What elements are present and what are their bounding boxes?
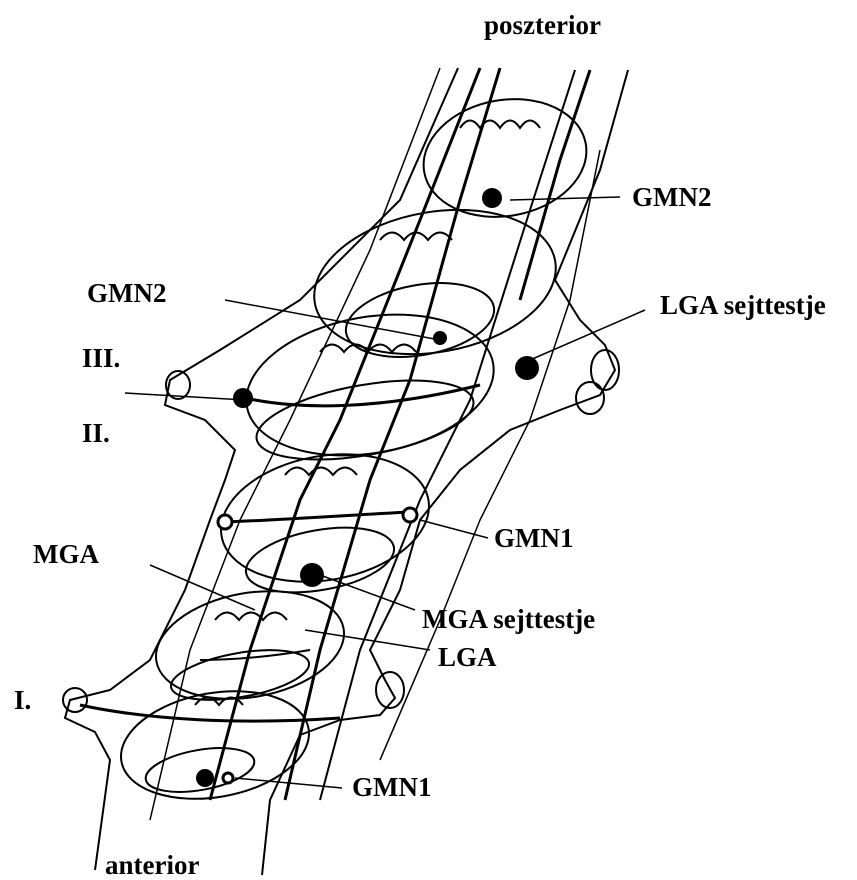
label-anterior: anterior — [105, 852, 199, 879]
label-gmn1-bottom: GMN1 — [352, 774, 431, 801]
ganglion-body-6 — [142, 741, 257, 799]
node-bottom-seg6 — [223, 773, 233, 783]
label-posterior: poszterior — [484, 12, 601, 39]
mga-cell-body — [300, 563, 324, 587]
label-segment-ii: II. — [82, 420, 110, 447]
ganglion-body-3 — [251, 366, 480, 473]
gmn2-cell-top — [482, 188, 502, 208]
leader-gmn1-mid — [420, 520, 488, 538]
label-segment-iii: III. — [82, 345, 120, 372]
leader-gmn2-left — [225, 300, 440, 340]
body-outline-left — [65, 68, 458, 870]
label-segment-i: I. — [14, 687, 31, 714]
body-outline-right — [262, 70, 628, 875]
label-gmn2-left: GMN2 — [87, 280, 166, 307]
cell-cluster-5 — [215, 613, 287, 621]
label-mga: MGA — [33, 541, 99, 568]
label-lga: LGA — [438, 644, 497, 671]
nerve-tract-3 — [320, 70, 575, 800]
leader-lga-cell — [530, 310, 645, 360]
leader-iii — [125, 393, 245, 400]
cell-cluster-4 — [285, 468, 357, 476]
ganglion-body-4 — [241, 517, 399, 602]
label-mga-cell: MGA sejttestje — [422, 606, 595, 633]
mga-cell-left — [233, 388, 253, 408]
label-gmn1-mid: GMN1 — [494, 525, 573, 552]
gmn1-cell-bottom — [196, 769, 214, 787]
segment-ring-3 — [235, 296, 505, 473]
leader-mga — [150, 565, 255, 610]
node-right-seg4 — [403, 508, 417, 522]
label-lga-cell: LGA sejttestje — [660, 292, 826, 319]
leader-gmn2-top — [510, 197, 620, 200]
lga-cell-body — [515, 356, 539, 380]
node-left-seg4 — [218, 515, 232, 529]
cell-cluster-1 — [460, 121, 540, 129]
septum-end-left-2 — [63, 688, 87, 712]
connective-seg3 — [245, 385, 480, 406]
nerve-tract-2 — [285, 68, 500, 800]
connective-seg4 — [225, 512, 410, 522]
label-gmn2-top: GMN2 — [632, 184, 711, 211]
gmn2-cell-mid — [433, 331, 447, 345]
